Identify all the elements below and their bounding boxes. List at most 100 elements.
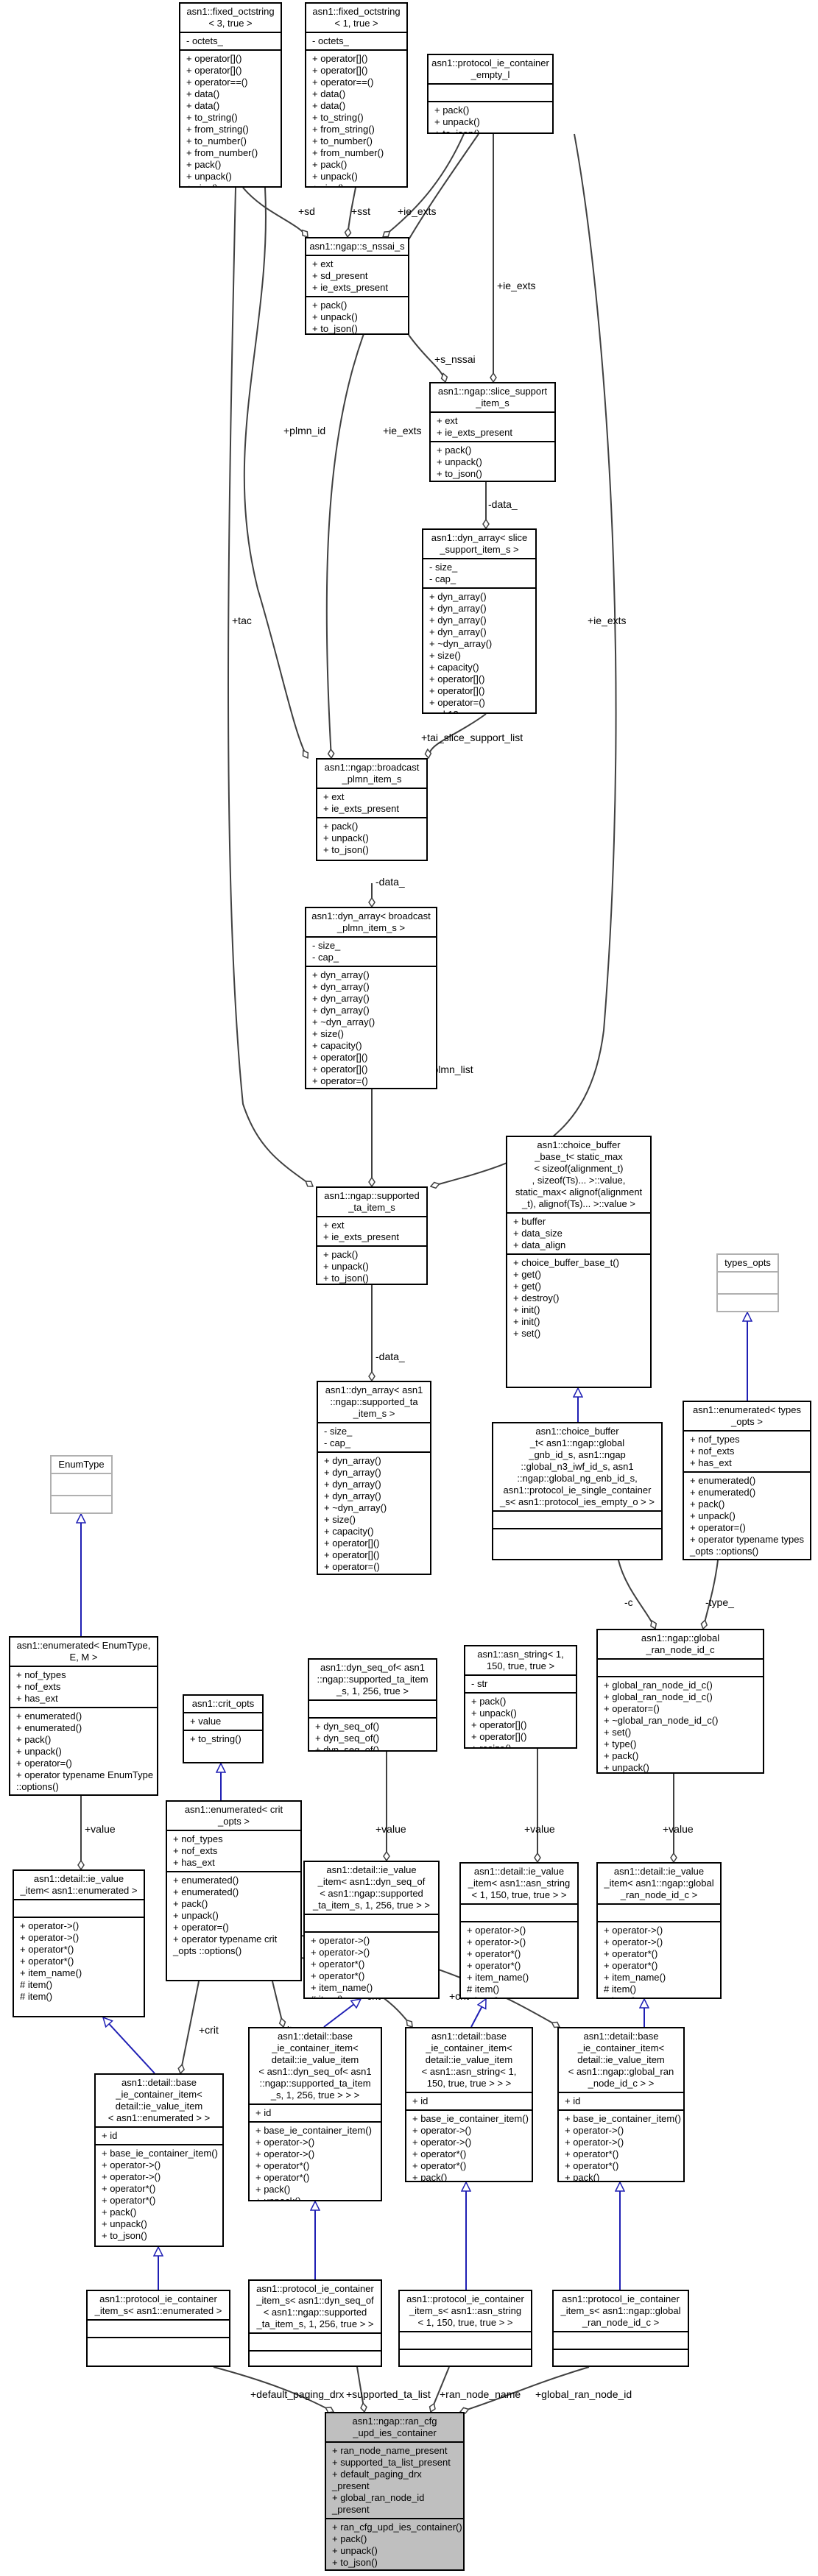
operation-item: + to_string() [190, 1733, 241, 1744]
class-node-fixed-oct1[interactable]: asn1::fixed_octstring < 1, true >- octet… [305, 2, 408, 188]
class-attributes: - octets_ [306, 32, 406, 49]
operation-item: + operator->() [102, 2159, 161, 2170]
operation-item: + item_name() [20, 1967, 82, 1978]
class-node-base-enum[interactable]: asn1::detail::base _ie_container_item< d… [94, 2073, 224, 2247]
class-node-crit-opts[interactable]: asn1::crit_opts+ value+ to_string() [183, 1694, 264, 1763]
class-node-asn-string[interactable]: asn1::asn_string< 1, 150, true, true >- … [464, 1645, 577, 1749]
class-operations: + operator[]()+ operator[]()+ operator==… [306, 49, 406, 186]
class-node-bcast-plmn[interactable]: asn1::ngap::broadcast _plmn_item_s+ ext+… [316, 758, 428, 861]
class-node-dyn-bcast[interactable]: asn1::dyn_array< broadcast _plmn_item_s … [305, 907, 437, 1089]
class-node-fixed-oct3[interactable]: asn1::fixed_octstring < 3, true >- octet… [179, 2, 282, 188]
operation-item: + operator*() [255, 2160, 310, 2171]
attribute-item: + nof_exts [690, 1446, 735, 1457]
operation-item: + unpack() [437, 456, 482, 467]
class-operations: + operator[]()+ operator[]()+ operator==… [180, 49, 281, 186]
label-type: -type_ [705, 1596, 734, 1608]
operation-item: + size() [312, 1028, 344, 1039]
class-node-base-str[interactable]: asn1::detail::base _ie_container_item< d… [405, 2027, 533, 2182]
operation-item: + type() [604, 1738, 637, 1749]
class-node-pic-enum[interactable]: asn1::protocol_ie_container _item_s< asn… [86, 2290, 230, 2367]
class-title: asn1::dyn_seq_of< asn1 ::ngap::supported… [317, 1662, 429, 1696]
class-node-ie-val-enum[interactable]: asn1::detail::ie_value _item< asn1::enum… [13, 1869, 145, 2017]
class-attributes: + ext+ sd_present+ ie_exts_present [306, 255, 408, 296]
class-node-enum-types[interactable]: asn1::enumerated< types _opts >+ nof_typ… [683, 1401, 811, 1560]
class-operations: + operator->()+ operator->()+ operator*(… [305, 1931, 438, 1998]
attribute-item: + id [255, 2107, 272, 2118]
attribute-item: + ie_exts_present [437, 427, 512, 438]
attribute-item: - cap_ [429, 573, 456, 584]
operation-item: + enumerated() [690, 1475, 756, 1486]
operation-item: + from_number() [186, 147, 258, 158]
class-node-enum-crit[interactable]: asn1::enumerated< crit _opts >+ nof_type… [166, 1800, 302, 1981]
attribute-item: + ext [437, 415, 458, 426]
class-operations: + dyn_array()+ dyn_array()+ dyn_array()+… [306, 966, 436, 1088]
class-operations: + pack()+ unpack()+ to_json() [317, 1245, 426, 1284]
attribute-item: + ran_node_name_present [332, 2445, 448, 2456]
operation-item: + operator[]() [429, 685, 485, 696]
class-node-dyn-seq-of[interactable]: asn1::dyn_seq_of< asn1 ::ngap::supported… [308, 1658, 437, 1752]
attribute-item: + ext [323, 791, 345, 802]
operation-item: + to_json() [437, 468, 482, 479]
class-operations: + ran_cfg_upd_ies_container()+ pack()+ u… [326, 2518, 463, 2569]
class-node-slice-item[interactable]: asn1::ngap::slice_support _item_s+ ext+ … [429, 382, 556, 482]
class-node-global-ran[interactable]: asn1::ngap::global _ran_node_id_c+ globa… [596, 1629, 764, 1774]
edge-supported-ta [356, 2366, 364, 2412]
class-title: asn1::ngap::supported _ta_item_s [324, 1190, 420, 1213]
class-node-proto-empty[interactable]: asn1::protocol_ie_container _empty_l+ pa… [427, 54, 554, 134]
operation-item: and 13 more... [312, 1087, 430, 1088]
class-attributes [250, 2332, 381, 2350]
edge-ie-exts-bcast [325, 133, 479, 758]
class-title: asn1::protocol_ie_container _empty_l [431, 57, 549, 80]
label-sd: +sd [298, 205, 315, 217]
class-node-supp-ta[interactable]: asn1::ngap::supported _ta_item_s+ ext+ i… [316, 1186, 428, 1285]
class-title: asn1::enumerated< types _opts > [692, 1404, 802, 1427]
class-node-dyn-supp-ta[interactable]: asn1::dyn_array< asn1 ::ngap::supported_… [317, 1381, 431, 1575]
class-node-dyn-slice[interactable]: asn1::dyn_array< slice _support_item_s >… [422, 528, 537, 714]
class-node-target[interactable]: asn1::ngap::ran_cfg _upd_ies_container+ … [325, 2412, 465, 2571]
class-node-ie-val-ran[interactable]: asn1::detail::ie_value _item< asn1::ngap… [596, 1862, 722, 1999]
class-node-enum-generic[interactable]: asn1::enumerated< EnumType, E, M >+ nof_… [9, 1636, 158, 1796]
label-data-ta: -data_ [375, 1351, 405, 1362]
operation-item: + ran_cfg_upd_ies_container() [332, 2522, 462, 2533]
class-node-ie-val-dynseq[interactable]: asn1::detail::ie_value _item< asn1::dyn_… [303, 1861, 440, 1999]
operation-item: + ~global_ran_node_id_c() [604, 1715, 719, 1726]
class-title: asn1::detail::base _ie_container_item< d… [421, 2031, 517, 2089]
operation-item: + operator*() [604, 1960, 658, 1971]
class-attributes [718, 1271, 778, 1293]
class-operations: + pack()+ unpack()+ to_json() [317, 817, 426, 858]
class-title: asn1::detail::base _ie_container_item< d… [107, 2077, 211, 2123]
class-operations: + enumerated()+ enumerated()+ pack()+ un… [684, 1471, 810, 1559]
class-node-base-dynseq[interactable]: asn1::detail::base _ie_container_item< d… [248, 2027, 382, 2201]
operation-item: + resize() [471, 1743, 512, 1749]
operation-item: + size() [312, 183, 401, 186]
operation-item: + dyn_seq_of() [315, 1721, 380, 1732]
class-node-pic-ran[interactable]: asn1::protocol_ie_container _item_s< asn… [552, 2290, 689, 2367]
class-operations: + to_string() [184, 1730, 262, 1747]
class-title: asn1::asn_string< 1, 150, true, true > [477, 1649, 564, 1671]
class-node-pic-dynseq[interactable]: asn1::protocol_ie_container _item_s< asn… [248, 2279, 382, 2367]
edge-sd [242, 187, 308, 237]
operation-item: + enumerated() [16, 1710, 82, 1722]
class-node-ie-val-str[interactable]: asn1::detail::ie_value _item< asn1::asn_… [459, 1862, 579, 1999]
class-node-enumtype[interactable]: EnumType [50, 1455, 113, 1514]
operation-item: + operator*() [311, 1958, 365, 1970]
class-title: EnumType [58, 1459, 105, 1470]
class-node-choice-gnb[interactable]: asn1::choice_buffer _t< asn1::ngap::glob… [492, 1422, 663, 1560]
attribute-item: - cap_ [324, 1437, 351, 1448]
class-node-base-ran[interactable]: asn1::detail::base _ie_container_item< d… [557, 2027, 685, 2182]
class-node-choice-base[interactable]: asn1::choice_buffer _base_t< static_max … [506, 1136, 652, 1388]
attribute-item: - size_ [312, 940, 341, 951]
operation-item: # item() [20, 1979, 53, 1990]
class-attributes: + ext+ ie_exts_present [317, 1216, 426, 1245]
operation-item: + dyn_array() [312, 969, 370, 980]
operation-item: + operator=() [429, 697, 485, 708]
operation-item: + unpack() [186, 171, 232, 182]
class-node-s-nssai[interactable]: asn1::ngap::s_nssai_s+ ext+ sd_present+ … [305, 237, 409, 335]
operation-item: + global_ran_node_id_c() [604, 1691, 713, 1702]
operation-item: + operator=() [690, 1522, 746, 1533]
class-node-pic-str[interactable]: asn1::protocol_ie_container _item_s< asn… [398, 2290, 532, 2367]
attribute-item: + id [412, 2095, 429, 2106]
operation-item: + operator=() [312, 1075, 368, 1086]
class-node-types-opts[interactable]: types_opts [716, 1253, 779, 1312]
class-operations [52, 1495, 111, 1512]
